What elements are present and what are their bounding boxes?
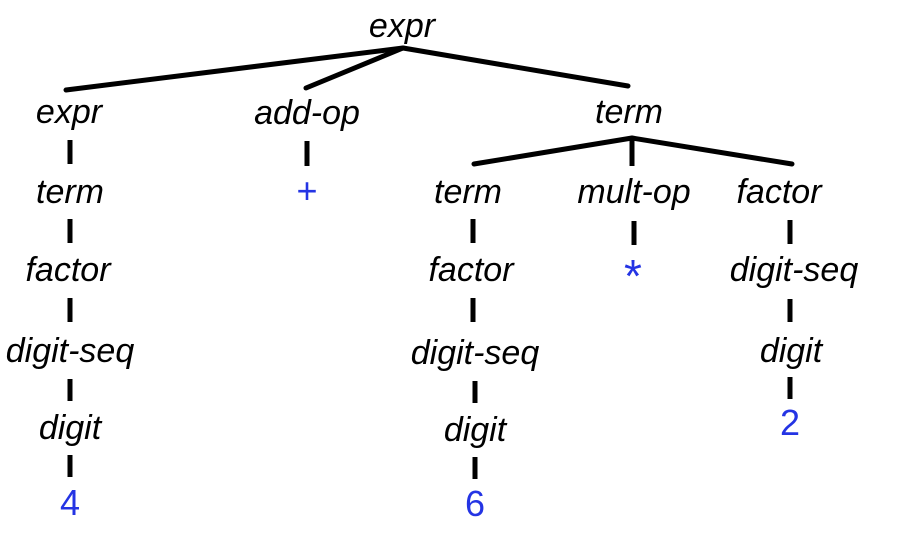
- tree-node-term-2: term: [36, 173, 104, 211]
- tree-node-digit-seq-2: digit-seq: [5, 332, 135, 370]
- tree-node-factor-3: factor: [428, 251, 514, 289]
- tree-node-digit-seq-3: digit-seq: [410, 334, 540, 372]
- tree-node-digit-1: digit: [759, 332, 823, 370]
- tree-node-six: 6: [464, 483, 486, 524]
- tree-node-digit-2: digit: [38, 409, 102, 447]
- tree-node-star: *: [624, 250, 642, 302]
- tree-node-factor-1: factor: [736, 173, 822, 211]
- tree-node-plus: +: [296, 170, 318, 211]
- tree-node-expr-1: expr: [35, 93, 103, 131]
- tree-node-digit-3: digit: [443, 411, 507, 449]
- tree-node-term-1: term: [595, 93, 663, 131]
- tree-node-four: 4: [59, 482, 81, 523]
- tree-node-factor-2: factor: [25, 251, 111, 289]
- tree-edge-term-1-to-term-3: [471, 135, 635, 167]
- tree-node-term-3: term: [434, 173, 502, 211]
- tree-node-add-op: add-op: [254, 94, 360, 132]
- tree-edge-term-1-to-factor-1: [629, 135, 795, 167]
- tree-node-expr-root: expr: [368, 7, 436, 45]
- tree-node-digit-seq-1: digit-seq: [729, 251, 859, 289]
- tree-edge-expr-root-to-expr-1: [63, 45, 406, 93]
- tree-edge-expr-root-to-add-op: [303, 45, 406, 91]
- tree-node-mult-op: mult-op: [577, 173, 691, 211]
- tree-node-two: 2: [779, 402, 801, 443]
- tree-edge-expr-root-to-term-1: [400, 45, 631, 89]
